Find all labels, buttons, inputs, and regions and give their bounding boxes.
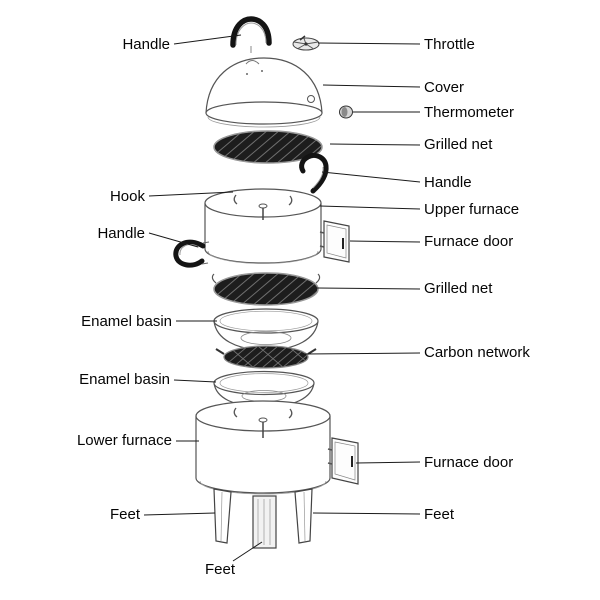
leader-lines [143,34,421,562]
hook-handle-shape [299,152,329,194]
throttle-shape [292,35,320,51]
furnace-door-upper-shape [319,220,350,263]
left-foot-shape [213,488,232,544]
left-handle-shape [173,239,210,268]
feet-shapes [213,488,313,549]
label-upper-furnace: Upper furnace [424,201,520,218]
label-grilled-net-upper: Grilled net [424,136,493,153]
label-cover: Cover [424,79,465,96]
label-feet-right: Feet [424,506,455,523]
label-feet-left: Feet [109,506,140,523]
label-enamel-basin-lower: Enamel basin [79,371,170,388]
label-throttle: Throttle [424,36,475,53]
label-hook: Hook [109,188,145,205]
label-carbon-network: Carbon network [424,344,530,361]
label-furnace-door-upper: Furnace door [424,233,514,250]
label-handle-left: Handle [97,225,145,242]
carbon-network-shape [215,345,317,369]
upper-furnace-shape [204,188,322,264]
label-furnace-door-lower: Furnace door [424,454,514,471]
center-foot-shape [252,495,277,549]
grilled-net-upper-shape [213,130,323,164]
enamel-basin-lower-shape [213,370,315,408]
top-handle-shape [230,16,272,53]
right-foot-shape [294,488,313,544]
label-enamel-basin-upper: Enamel basin [81,313,172,330]
label-handle-top: Handle [122,36,170,53]
thermometer-shape [339,105,353,119]
enamel-basin-upper-shape [213,308,319,351]
label-lower-furnace: Lower furnace [76,432,172,449]
label-feet-center: Feet [205,561,236,578]
label-thermometer: Thermometer [424,104,515,121]
lower-furnace-shape [195,400,331,495]
furnace-door-lower-shape [327,437,359,485]
cover-shape [205,57,323,128]
label-handle-right: Handle [424,174,472,191]
grilled-net-lower-shape [211,272,321,306]
label-grilled-net-lower: Grilled net [424,280,493,297]
